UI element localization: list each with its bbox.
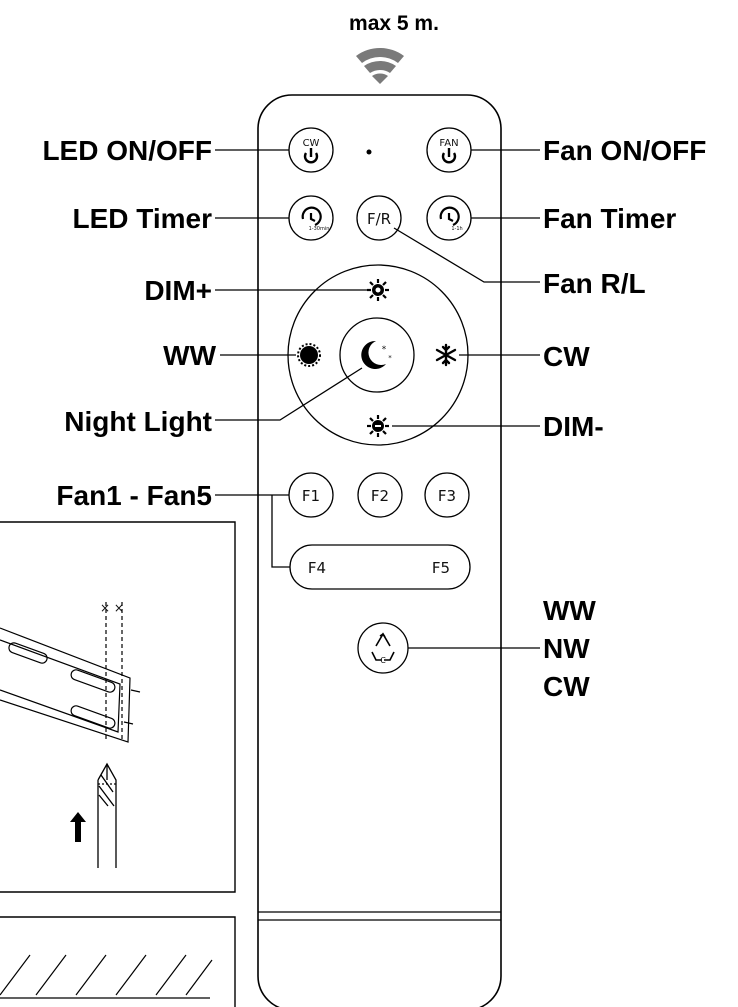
power-icon [303,148,319,164]
sun-icon [297,343,321,367]
fan-power-button[interactable]: FAN [426,127,472,173]
installation-illustration: × × [0,521,236,1007]
label-color-nw: NW [543,633,590,664]
color-cycle-button[interactable]: C [357,622,409,674]
label-ww-left: WW [163,340,216,371]
fan1-button-label: F1 [302,487,320,505]
range-label: max 5 m. [349,12,439,35]
svg-text:*: * [388,354,392,362]
arrow-up-icon [70,812,86,842]
label-dim-plus: DIM+ [144,275,212,306]
label-color-cw: CW [543,671,590,702]
signal-waves-icon [356,48,404,84]
fan4-button-label[interactable]: F4 [308,559,326,577]
label-led-onoff: LED ON/OFF [42,135,212,166]
svg-text:× ×: × × [100,601,124,615]
fr-button[interactable]: F/R [356,195,402,241]
fan3-button[interactable]: F3 [424,472,470,518]
recycle-arrows-icon [371,632,395,661]
label-night-light: Night Light [64,406,212,437]
pencil-icon [97,762,117,868]
clock-icon [439,206,460,227]
power-icon [441,148,457,164]
fan-timer-button[interactable]: 1-1h [426,195,472,241]
dial-ring [287,264,469,446]
dim-plus-button[interactable] [367,279,389,301]
label-dim-minus: DIM- [543,411,604,442]
label-cw-right: CW [543,341,590,372]
led-power-button[interactable]: CW [288,127,334,173]
ww-button[interactable] [297,343,321,367]
night-light-button[interactable]: * * [339,317,415,393]
label-fan-onoff: Fan ON/OFF [543,135,706,166]
label-fan-timer: Fan Timer [543,203,676,234]
svg-text:*: * [382,345,387,355]
clock-icon [301,206,322,227]
dim-minus-button[interactable] [367,415,389,437]
fan3-button-label: F3 [438,487,456,505]
indicator-led [366,149,372,155]
fan-power-button-label: FAN [439,138,458,149]
moon-stars-icon: * * [361,340,392,369]
fan-timer-sub-label: 1-1h [451,226,462,232]
cw-button[interactable] [435,343,457,367]
sun-icon [367,415,389,437]
snowflake-icon [435,343,457,367]
fan2-button[interactable]: F2 [357,472,403,518]
fan1-button[interactable]: F1 [288,472,334,518]
label-fan-levels: Fan1 - Fan5 [56,480,212,511]
led-power-button-label: CW [303,138,320,149]
label-fan-rl: Fan R/L [543,268,646,299]
led-timer-sub-label: 1-30min [309,226,330,232]
fr-button-label: F/R [367,210,391,228]
led-timer-button[interactable]: 1-30min [288,195,334,241]
remote-body [257,94,502,1007]
fan2-button-label: F2 [371,487,389,505]
sun-icon [367,279,389,301]
fan5-button-label[interactable]: F5 [432,559,450,577]
label-color-ww: WW [543,595,596,626]
label-led-timer: LED Timer [72,203,212,234]
callout-lines [215,149,540,568]
fan4-fan5-rocker[interactable]: F4 F5 [289,544,471,590]
cycle-letter: C [380,656,386,665]
